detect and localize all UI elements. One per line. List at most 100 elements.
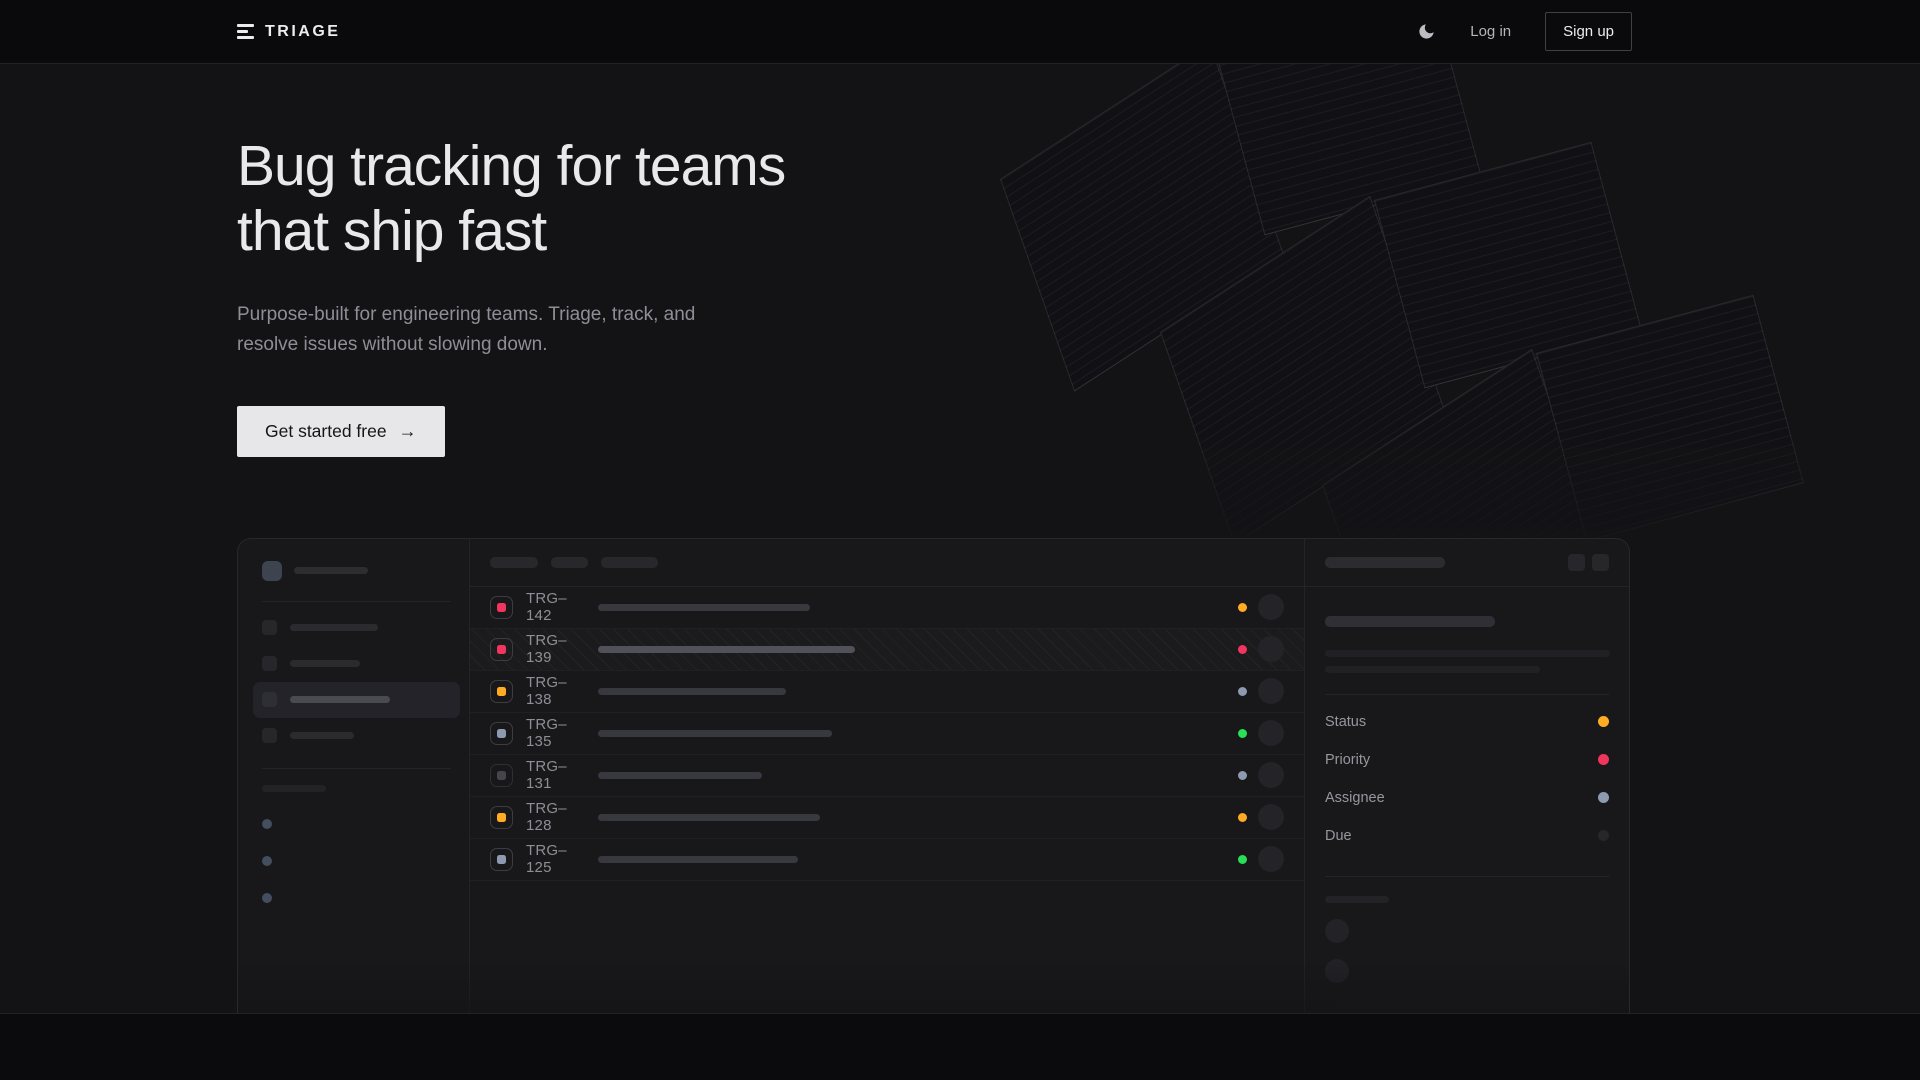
- get-started-button[interactable]: Get started free →: [237, 406, 445, 457]
- issue-assignee-avatar: [1258, 846, 1284, 872]
- detail-field-label: Priority: [1325, 752, 1370, 768]
- issue-assignee-avatar: [1258, 636, 1284, 662]
- issue-id: TRG–138: [526, 674, 592, 708]
- detail-action-button-2[interactable]: [1592, 554, 1609, 571]
- issue-row[interactable]: TRG–135: [470, 713, 1304, 755]
- activity-avatar: [1325, 919, 1349, 943]
- theme-toggle-button[interactable]: [1417, 22, 1436, 41]
- issue-id: TRG–142: [526, 590, 592, 624]
- issue-id: TRG–125: [526, 842, 592, 876]
- issue-status-dot: [1238, 729, 1247, 738]
- mockup-issue-list: TRG–142 TRG–139 TRG–138 TRG–135 TRG–: [470, 539, 1304, 1013]
- issue-row[interactable]: TRG–131: [470, 755, 1304, 797]
- description-line-placeholder: [1325, 666, 1540, 673]
- detail-action-button-1[interactable]: [1568, 554, 1585, 571]
- detail-field-row[interactable]: Assignee: [1325, 779, 1609, 817]
- detail-field-row[interactable]: Due: [1325, 817, 1609, 855]
- nav-item-icon: [262, 656, 277, 671]
- issue-priority-icon: [490, 764, 513, 787]
- issue-title-placeholder: [1325, 616, 1495, 627]
- hero-title: Bug tracking for teams that ship fast: [237, 64, 1632, 264]
- mockup-detail-panel: Status Priority Assignee Due: [1304, 539, 1629, 1013]
- sidebar-nav-item[interactable]: [253, 646, 460, 682]
- hero-subtitle-line2: resolve issues without slowing down.: [237, 334, 548, 355]
- issue-row[interactable]: TRG–139: [470, 629, 1304, 671]
- detail-field-value-dot: [1598, 830, 1609, 841]
- activity-label-placeholder: [1325, 896, 1389, 903]
- issue-priority-icon: [490, 680, 513, 703]
- list-filter-tab[interactable]: [490, 557, 538, 568]
- brand-name: TRIAGE: [265, 23, 340, 41]
- issue-id: TRG–131: [526, 758, 592, 792]
- issue-status-dot: [1238, 687, 1247, 696]
- activity-avatar: [1325, 959, 1349, 983]
- detail-panel-actions: [1568, 554, 1609, 571]
- sidebar-member-dot: [262, 819, 272, 829]
- triage-logo-icon: [237, 24, 254, 39]
- nav-item-icon: [262, 620, 277, 635]
- mockup-sidebar-footer: [262, 769, 451, 903]
- nav-item-label-placeholder: [290, 624, 378, 631]
- list-filter-tab[interactable]: [601, 557, 658, 568]
- comment-box-placeholder: [1325, 1005, 1609, 1013]
- nav-actions: Log in Sign up: [1417, 12, 1632, 51]
- issue-title-placeholder: [598, 646, 855, 653]
- mockup-nav-items: [262, 602, 451, 769]
- detail-field-row[interactable]: Status: [1325, 703, 1609, 741]
- signup-button[interactable]: Sign up: [1545, 12, 1632, 51]
- hero-section: Bug tracking for teams that ship fast Pu…: [0, 64, 1920, 1013]
- detail-field-label: Status: [1325, 714, 1366, 730]
- arrow-right-icon: →: [399, 421, 417, 442]
- issue-title-placeholder: [598, 688, 786, 695]
- nav-item-label-placeholder: [290, 732, 354, 739]
- mockup-sidebar: [238, 539, 470, 1013]
- detail-field-label: Assignee: [1325, 790, 1385, 806]
- login-link[interactable]: Log in: [1470, 23, 1511, 40]
- hero-subtitle-line1: Purpose-built for engineering teams. Tri…: [237, 304, 695, 325]
- issue-assignee-avatar: [1258, 720, 1284, 746]
- sidebar-nav-item[interactable]: [253, 682, 460, 718]
- mockup-list-toolbar: [470, 539, 1304, 587]
- sidebar-section-label-placeholder: [262, 785, 326, 792]
- sidebar-member-dot: [262, 893, 272, 903]
- detail-title-placeholder: [1325, 557, 1445, 568]
- issue-priority-icon: [490, 722, 513, 745]
- description-line-placeholder: [1325, 650, 1610, 657]
- issue-title-placeholder: [598, 604, 810, 611]
- moon-icon: [1417, 22, 1436, 41]
- issue-status-dot: [1238, 645, 1247, 654]
- nav-item-icon: [262, 728, 277, 743]
- nav-item-icon: [262, 692, 277, 707]
- issue-title-placeholder: [598, 730, 832, 737]
- issue-id: TRG–139: [526, 632, 592, 666]
- detail-panel-header: [1305, 539, 1629, 587]
- top-nav: TRIAGE Log in Sign up: [0, 0, 1920, 64]
- detail-field-value-dot: [1598, 754, 1609, 765]
- issue-priority-icon: [490, 638, 513, 661]
- issue-id: TRG–128: [526, 800, 592, 834]
- detail-field-value-dot: [1598, 792, 1609, 803]
- issue-assignee-avatar: [1258, 762, 1284, 788]
- issue-status-dot: [1238, 771, 1247, 780]
- list-filter-tab[interactable]: [551, 557, 588, 568]
- issue-assignee-avatar: [1258, 804, 1284, 830]
- issue-priority-icon: [490, 596, 513, 619]
- brand[interactable]: TRIAGE: [237, 23, 340, 41]
- app-preview-mockup: TRG–142 TRG–139 TRG–138 TRG–135 TRG–: [237, 538, 1630, 1013]
- workspace-avatar: [262, 561, 282, 581]
- issue-row[interactable]: TRG–142: [470, 587, 1304, 629]
- sidebar-nav-item[interactable]: [253, 610, 460, 646]
- issue-status-dot: [1238, 855, 1247, 864]
- issue-row[interactable]: TRG–125: [470, 839, 1304, 881]
- issue-priority-icon: [490, 848, 513, 871]
- detail-field-row[interactable]: Priority: [1325, 741, 1609, 779]
- sidebar-member-dot: [262, 856, 272, 866]
- page-footer: [0, 1013, 1920, 1080]
- detail-field-value-dot: [1598, 716, 1609, 727]
- sidebar-nav-item[interactable]: [253, 718, 460, 754]
- issue-row[interactable]: TRG–138: [470, 671, 1304, 713]
- hero-title-line2: that ship fast: [237, 199, 546, 263]
- mockup-workspace-switcher[interactable]: [262, 561, 451, 602]
- issue-id: TRG–135: [526, 716, 592, 750]
- issue-row[interactable]: TRG–128: [470, 797, 1304, 839]
